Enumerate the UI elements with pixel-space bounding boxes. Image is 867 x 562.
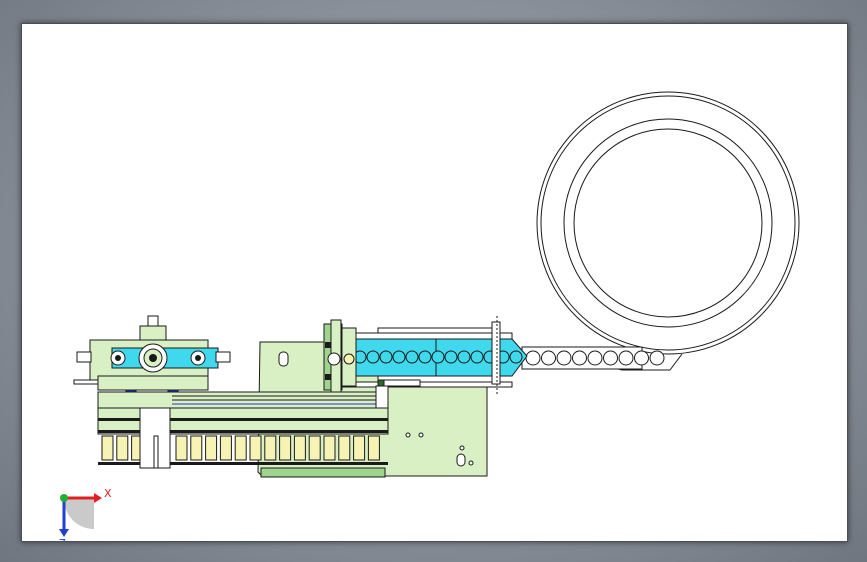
cartridge [219, 435, 232, 461]
slot-hole-bottom [456, 453, 466, 467]
cartridge [249, 435, 262, 461]
reel-outer-ring [536, 91, 800, 355]
cartridge [293, 435, 306, 461]
tape-pocket [618, 350, 634, 366]
reel[interactable] [536, 91, 800, 371]
cartridge [308, 435, 321, 461]
cartridge-row [101, 435, 380, 461]
coordinate-triad: X Z [59, 487, 112, 541]
cartridge [234, 435, 247, 461]
carrier-tape [521, 346, 665, 370]
tape-pocket [587, 350, 603, 366]
reel-inner-ring [573, 128, 763, 318]
tape-pocket [541, 350, 556, 366]
mount-hole-3 [468, 460, 474, 466]
plate-foot [260, 467, 386, 478]
track-clamp-right [491, 321, 501, 385]
feeder-pocket [509, 350, 523, 364]
cartridge [205, 435, 218, 461]
cartridge [175, 435, 188, 461]
tape-pocket [634, 350, 649, 366]
cartridge [323, 435, 336, 461]
feeder-track[interactable] [341, 316, 528, 396]
tape-pockets [525, 350, 665, 366]
cad-viewport[interactable]: X Z [21, 23, 848, 542]
feeder-pocket [470, 350, 484, 364]
feeder-pocket [379, 350, 393, 364]
mount-hole-1 [405, 432, 411, 438]
feeder-pocket [444, 350, 458, 364]
cartridge [190, 435, 203, 461]
axis-z-label: Z [59, 538, 66, 541]
feeder-pocket [405, 350, 419, 364]
mount-hole-2 [418, 432, 424, 438]
machine-body-left[interactable] [73, 315, 421, 469]
cartridge [116, 435, 129, 461]
feeder-pocket [392, 350, 406, 364]
feeder-pocket [366, 350, 380, 364]
mount-hole-4 [459, 445, 465, 451]
cartridge [367, 435, 380, 461]
cartridge [353, 435, 366, 461]
gripper-head[interactable] [323, 319, 387, 395]
axis-x-label: X [104, 487, 112, 500]
feeder-pockets [353, 350, 523, 364]
reel-rim-ring [540, 95, 796, 351]
assembly-drawing: X Z [59, 91, 800, 541]
tape-pocket [603, 350, 618, 366]
tape-pocket [525, 350, 541, 366]
reel-middle-ring [563, 118, 773, 328]
cartridge [264, 435, 277, 461]
tape-pocket [556, 350, 572, 366]
feeder-pocket [457, 350, 471, 364]
feeder-pocket [431, 350, 445, 364]
tape-pocket [572, 350, 587, 366]
feeder-pocket [418, 350, 432, 364]
slot-hole-left [278, 351, 289, 367]
cartridge [279, 435, 292, 461]
cartridge [338, 435, 351, 461]
cartridge [101, 435, 114, 461]
tape-pocket [649, 350, 665, 366]
